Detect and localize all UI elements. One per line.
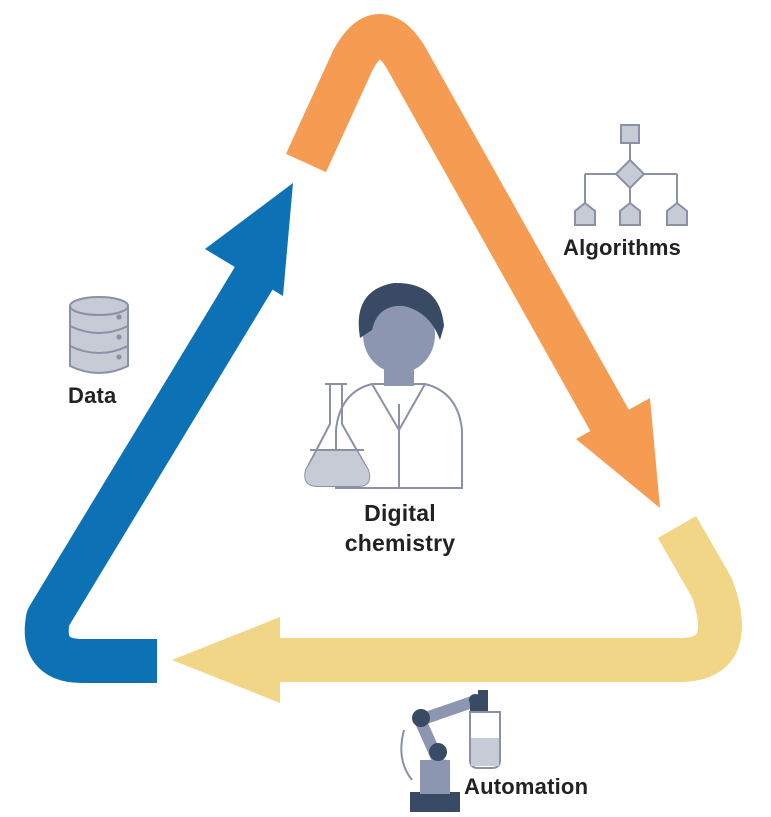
data-arrow <box>24 183 293 683</box>
hair <box>358 282 444 340</box>
data-arrow-shaft <box>24 246 285 683</box>
automation-arrow-head <box>172 617 280 703</box>
center-label-line2: chemistry <box>344 530 456 556</box>
database-icon <box>69 296 129 374</box>
algorithms-arrow <box>285 14 660 508</box>
algorithms-arrow-head <box>576 398 660 508</box>
chemist-icon <box>304 282 463 489</box>
robot-arm-icon <box>400 690 501 812</box>
algorithms-arrow-shaft <box>285 14 635 441</box>
automation-label: Automation <box>464 774 589 799</box>
algorithms-label: Algorithms <box>563 235 682 260</box>
flowchart-icon <box>574 124 688 226</box>
automation-arrow-shaft <box>245 516 742 682</box>
flask-icon <box>304 383 371 487</box>
data-label: Data <box>68 383 117 408</box>
center-label: Digital chemistry <box>320 498 480 558</box>
center-label-line1: Digital <box>364 500 436 526</box>
automation-arrow <box>172 516 742 703</box>
data-arrow-head <box>205 183 293 296</box>
